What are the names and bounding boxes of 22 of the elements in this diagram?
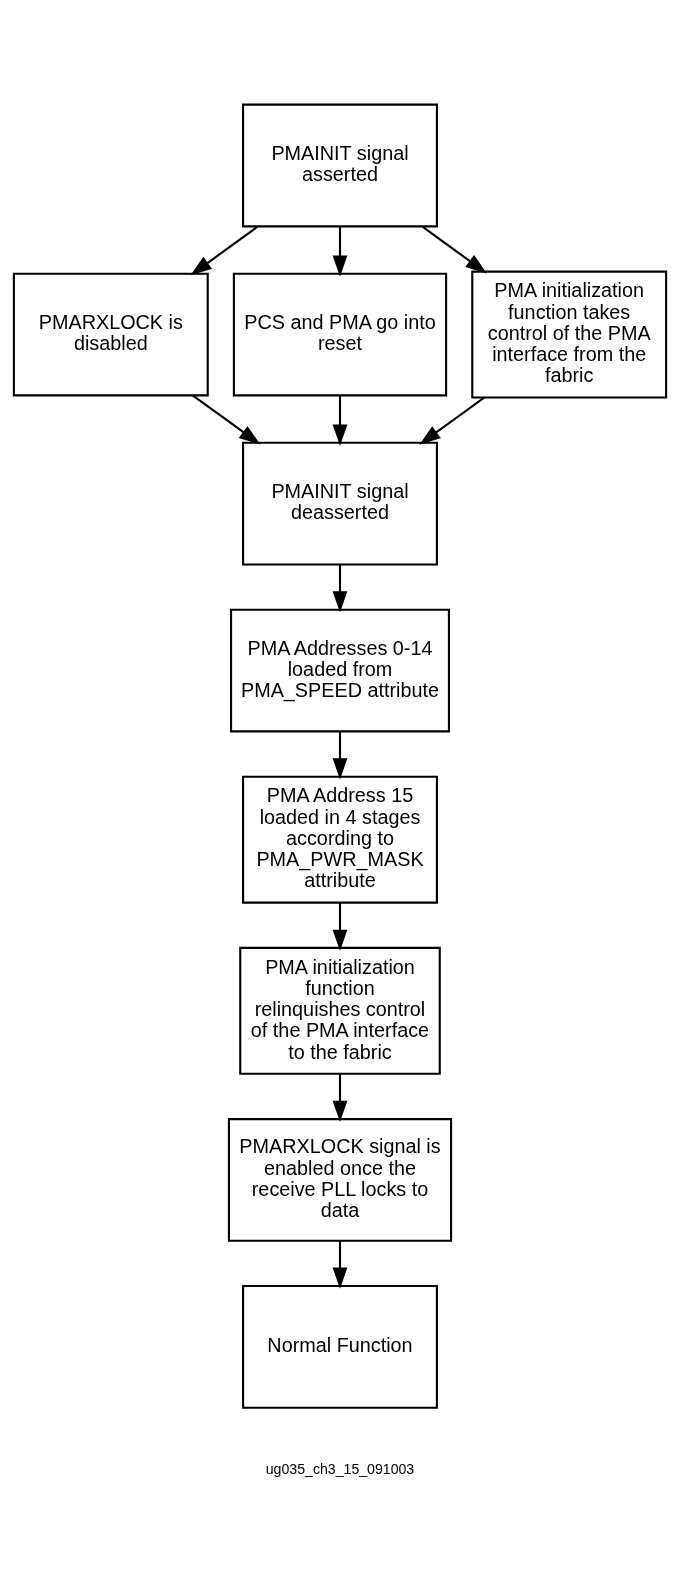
arrow [421,225,487,274]
node-box: PMA initialization function relinquishes control of the PMA interface to the fabric [239,946,441,1075]
arrow [332,226,348,277]
arrow [332,1074,348,1122]
node-box: PMARXLOCK signal is enabled once the receive PLL locks to data [227,1118,453,1242]
node-box: PMARXLOCK is disabled [12,272,209,397]
arrow [332,902,348,951]
node-box: PMAINIT signal asserted [242,103,438,228]
arrow [332,395,348,446]
arrow [332,731,348,780]
arrow [332,564,348,613]
label: ug035_ch3_15_091003 [265,1461,415,1478]
node-box: PMA Addresses 0-14 loaded from PMA_SPEED attribute [230,608,450,733]
node-box: PMA Address 15 loaded in 4 stages according to PMA_PWR_MASK attribute [242,775,438,904]
node-box: PCS and PMA go into reset [232,272,448,397]
node-box: PMA initialization function takes control of the PMA interface from the fabric [471,270,668,399]
node-box: Normal Function [242,1284,438,1409]
arrow [419,397,485,445]
arrow [332,1241,348,1289]
arrow [192,394,261,445]
node-box: PMAINIT signal deasserted [242,441,438,566]
arrow [190,225,259,276]
